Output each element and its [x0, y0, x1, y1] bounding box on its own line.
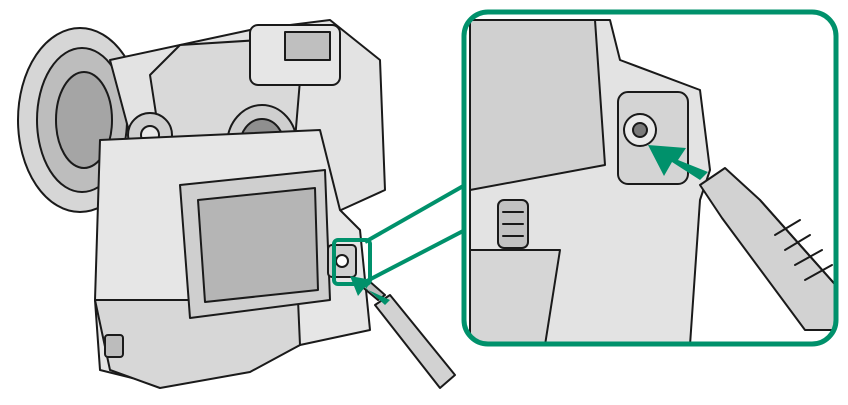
plug	[699, 167, 836, 331]
lcd-screen-detail	[469, 19, 606, 191]
detail-callout	[461, 9, 839, 347]
insert-arrow-detail	[648, 145, 708, 180]
port	[335, 254, 349, 268]
callout-connector	[332, 183, 466, 286]
callout-frame	[461, 9, 839, 347]
camera-body	[17, 19, 456, 389]
